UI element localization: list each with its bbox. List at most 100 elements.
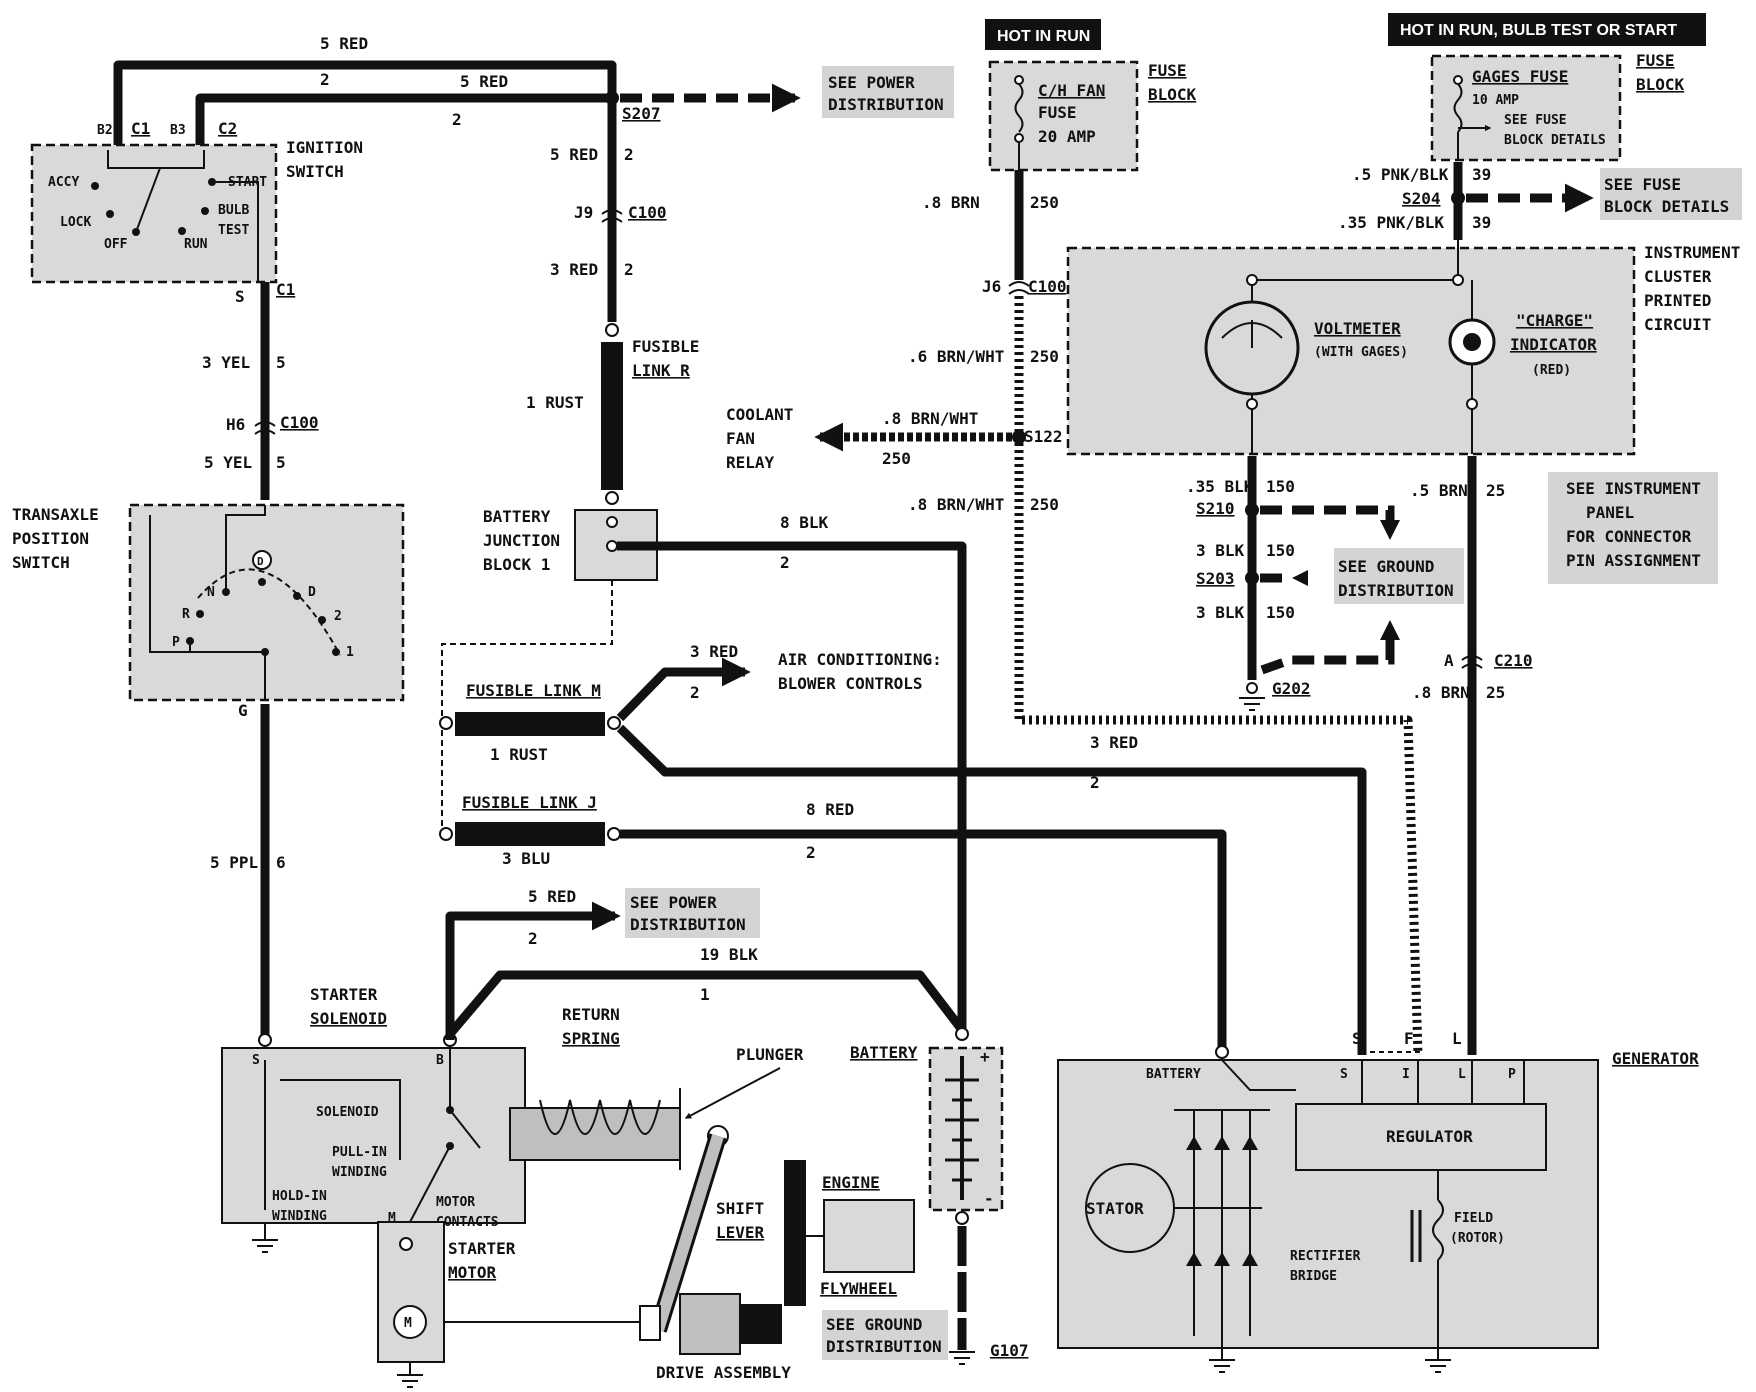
transaxle-title-1: TRANSAXLE — [12, 505, 99, 524]
ignition-title-2: SWITCH — [286, 162, 344, 181]
junction-block-label-1: BATTERY — [483, 507, 551, 526]
wire-8brnwht-lower-label: .8 BRN/WHT — [908, 495, 1004, 514]
gen-l-ext-label: L — [1452, 1029, 1462, 1048]
wire-5red-solenoid-circuit: 2 — [528, 929, 538, 948]
shift-lever-label-1: SHIFT — [716, 1199, 764, 1218]
wire-35pnkblk-circuit: 39 — [1472, 213, 1491, 232]
wire-top-5red-label: 5 RED — [320, 34, 368, 53]
ignition-title-1: IGNITION — [286, 138, 363, 157]
see-instrument-4: PIN ASSIGNMENT — [1566, 551, 1701, 570]
splice-s204-label: S204 — [1402, 189, 1441, 208]
connector-c100-right-label: C100 — [1028, 277, 1067, 296]
wire-3red-gen-label: 3 RED — [1090, 733, 1138, 752]
wire-top-circuit-2: 2 — [320, 70, 330, 89]
pull-in-label-2: WINDING — [332, 1165, 387, 1180]
cluster-title-2: CLUSTER — [1644, 267, 1712, 286]
charge-indicator-label-2: INDICATOR — [1510, 335, 1597, 354]
return-spring-label-1: RETURN — [562, 1005, 620, 1024]
pin-b2-label: B2 — [97, 123, 113, 138]
battery-junction-block: BATTERY JUNCTION BLOCK 1 — [483, 507, 658, 581]
splice-s122 — [1012, 430, 1026, 444]
starter-solenoid-title-1: STARTER — [310, 985, 378, 1004]
gen-i-in-label: I — [1402, 1067, 1410, 1082]
wire-8brnwht-circuit: 250 — [882, 449, 911, 468]
fuse-block-left-title-2: BLOCK — [1148, 85, 1197, 104]
see-power-starter-2: DISTRIBUTION — [630, 915, 746, 934]
plunger-label: PLUNGER — [736, 1045, 804, 1064]
starter-motor: M STARTER MOTOR — [377, 1221, 640, 1388]
hold-in-label-1: HOLD-IN — [272, 1189, 327, 1204]
stator-label: STATOR — [1086, 1199, 1144, 1218]
wire-8brn-label: .8 BRN — [922, 193, 980, 212]
hot-in-run-bulb-header: HOT IN RUN, BULB TEST OR START — [1388, 13, 1706, 46]
wire-mid-5red-label: 5 RED — [460, 72, 508, 91]
wire-5brn-circuit: 25 — [1486, 481, 1505, 500]
wire-5yel-circuit: 5 — [276, 453, 286, 472]
drive-assembly-label: DRIVE ASSEMBLY — [656, 1363, 791, 1382]
see-ground-mid-2: DISTRIBUTION — [1338, 581, 1454, 600]
cluster-title-3: PRINTED — [1644, 291, 1711, 310]
see-instrument-1: SEE INSTRUMENT — [1566, 479, 1701, 498]
pos-1-label: 1 — [346, 645, 354, 660]
return-spring-label-2: SPRING — [562, 1029, 620, 1048]
charge-indicator-label-3: (RED) — [1532, 363, 1571, 378]
gen-p-in-label: P — [1508, 1067, 1516, 1082]
gen-battery-terminal-label: BATTERY — [1146, 1067, 1201, 1082]
gages-fuse-detail-2: BLOCK DETAILS — [1504, 133, 1606, 148]
gages-fuse-detail-1: SEE FUSE — [1504, 113, 1567, 128]
wire-35pnkblk-label: .35 PNK/BLK — [1338, 213, 1444, 232]
pin-a-label: A — [1444, 651, 1454, 670]
shift-lever-label-2: LEVER — [716, 1223, 765, 1242]
motor-contacts-label-1: MOTOR — [436, 1195, 475, 1210]
wire-3blk-a-label: 3 BLK — [1196, 541, 1245, 560]
gages-fuse-label-1: GAGES FUSE — [1472, 67, 1568, 86]
rectifier-label-1: RECTIFIER — [1290, 1249, 1361, 1264]
fusible-link-r-label-2: LINK R — [632, 361, 690, 380]
connector-c100-top-label: C100 — [628, 203, 667, 222]
drive-marker-label: D — [257, 555, 264, 568]
starter-solenoid-title-2: SOLENOID — [310, 1009, 387, 1028]
wire-6brnwht-label: .6 BRN/WHT — [908, 347, 1004, 366]
wire-5pnkblk-circuit: 39 — [1472, 165, 1491, 184]
engine-label: ENGINE — [822, 1173, 880, 1192]
battery: BATTERY + - G107 — [850, 1027, 1029, 1365]
see-instrument-3: FOR CONNECTOR — [1566, 527, 1692, 546]
wire-5brn-label: .5 BRN — [1410, 481, 1468, 500]
battery-label: BATTERY — [850, 1043, 918, 1062]
transaxle-title-3: SWITCH — [12, 553, 70, 572]
fusible-link-m-wire: 1 RUST — [490, 745, 548, 764]
cluster-title-4: CIRCUIT — [1644, 315, 1711, 334]
wire-8brn-charge-label: .8 BRN — [1412, 683, 1470, 702]
instrument-cluster: VOLTMETER (WITH GAGES) "CHARGE" INDICATO… — [1066, 240, 1740, 456]
pin-j6-label: J6 — [982, 277, 1001, 296]
splice-s210-label: S210 — [1196, 499, 1235, 518]
position-test-label: TEST — [218, 223, 249, 238]
wire-mid-circuit-2: 2 — [452, 110, 462, 129]
pin-s-label: S — [235, 287, 245, 306]
wire-5red-vertical-circuit: 2 — [624, 145, 634, 164]
position-run-label: RUN — [184, 237, 208, 252]
ground-g107-label: G107 — [990, 1341, 1029, 1360]
solenoid-label: SOLENOID — [316, 1105, 379, 1120]
see-power-starter-1: SEE POWER — [630, 893, 717, 912]
wire-19blk-label: 19 BLK — [700, 945, 758, 964]
wire-19blk-circuit: 1 — [700, 985, 710, 1004]
ground-g202-label: G202 — [1272, 679, 1311, 698]
splice-s203 — [1245, 571, 1259, 585]
wire-6brnwht-circuit: 250 — [1030, 347, 1059, 366]
hot-in-run-label: HOT IN RUN — [997, 28, 1090, 45]
splice-s207-label: S207 — [622, 104, 661, 123]
wire-3red-vertical-label: 3 RED — [550, 260, 598, 279]
pin-b3-label: B3 — [170, 123, 186, 138]
wire-5pnkblk-label: .5 PNK/BLK — [1352, 165, 1449, 184]
drive-assembly: SHIFT LEVER ENGINE FLYWHEEL DRIVE ASSEMB… — [639, 1125, 948, 1382]
junction-block-label-3: BLOCK 1 — [483, 555, 550, 574]
connector-c2-label: C2 — [218, 119, 237, 138]
position-bulb-label: BULB — [218, 203, 249, 218]
wire-3blk-a-circuit: 150 — [1266, 541, 1295, 560]
fusible-link-m: FUSIBLE LINK M 1 RUST — [439, 681, 621, 764]
wire-3yel-label: 3 YEL — [202, 353, 250, 372]
transaxle-title-2: POSITION — [12, 529, 89, 548]
pos-n-label: N — [207, 585, 215, 600]
